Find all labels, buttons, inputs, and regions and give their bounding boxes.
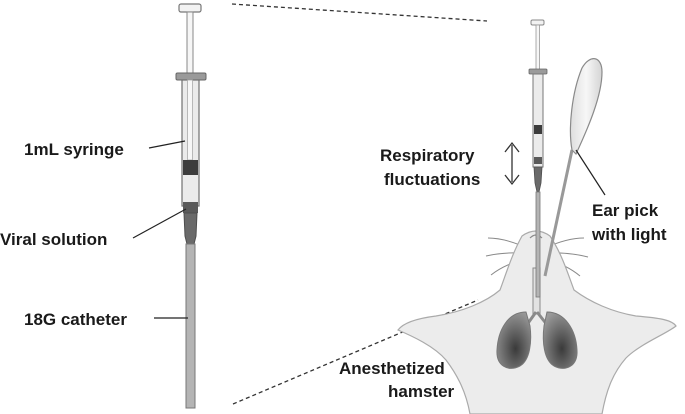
plunger-cap <box>178 3 202 13</box>
ear-pick-shaft <box>543 149 574 277</box>
ear-pick-handle <box>569 58 603 156</box>
plunger-cap-small <box>530 19 545 26</box>
leader-syringe <box>148 140 186 149</box>
catheter-tube-small <box>535 191 541 298</box>
label-respiratory-2: fluctuations <box>384 170 480 189</box>
zoom-line-top <box>231 3 488 22</box>
plunger-inner-rod <box>187 79 193 161</box>
label-ear-pick-1: Ear pick <box>592 201 659 220</box>
label-ear-pick-2: with light <box>591 225 667 244</box>
plunger-stopper <box>183 160 198 175</box>
right-syringe <box>528 19 548 298</box>
left-syringe <box>175 3 207 409</box>
label-hamster-2: hamster <box>388 382 455 401</box>
viral-solution-small <box>534 157 542 164</box>
label-respiratory-1: Respiratory <box>380 146 475 165</box>
lung-right <box>542 311 578 369</box>
leader-viral-solution <box>132 208 187 239</box>
syringe-flange-small <box>528 68 548 75</box>
label-viral-solution: Viral solution <box>0 230 107 249</box>
hamster-body <box>397 230 677 414</box>
zoom-line-bottom <box>232 299 479 405</box>
lung-left <box>496 311 532 369</box>
label-catheter: 18G catheter <box>24 310 127 329</box>
syringe-tip-small <box>533 166 543 193</box>
leader-ear-pick <box>575 149 606 196</box>
double-arrow-icon <box>504 141 520 186</box>
syringe-flange <box>175 72 207 81</box>
plunger-rod <box>186 11 194 79</box>
label-syringe: 1mL syringe <box>24 140 124 159</box>
viral-solution-fill <box>183 202 198 213</box>
catheter-tube <box>185 243 196 409</box>
label-hamster-1: Anesthetized <box>339 359 445 378</box>
plunger-stopper-small <box>534 125 542 134</box>
syringe-barrel-small <box>532 73 544 168</box>
ear-pick <box>543 58 603 277</box>
plunger-rod-small <box>535 24 540 71</box>
syringe-tip <box>183 212 198 245</box>
